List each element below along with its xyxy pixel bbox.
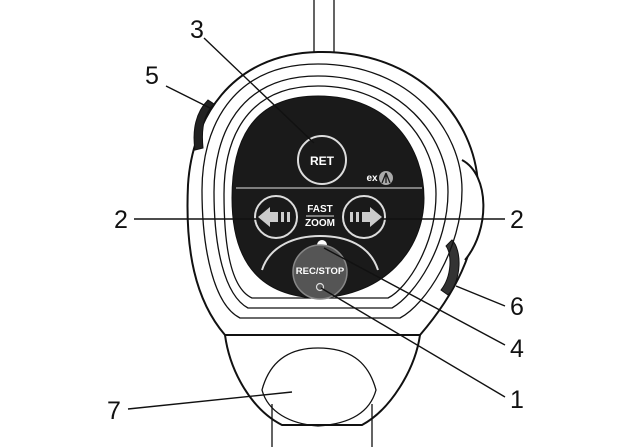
leader-4: [323, 247, 506, 346]
fast-label: FAST: [307, 204, 333, 215]
bezel-ring-2: [213, 75, 449, 309]
bezel-ring-1: [201, 63, 463, 319]
callout-1: 1: [510, 386, 524, 414]
leader-7: [127, 391, 293, 410]
rec-stop-label: REC/STOP: [296, 266, 345, 277]
callout-2-right: 2: [510, 206, 524, 234]
belt-clip: [261, 347, 377, 427]
callout-6: 6: [510, 293, 524, 321]
callout-5: 5: [145, 62, 159, 90]
rec-dot-icon: [315, 282, 325, 292]
zoom-lever-right: [461, 159, 485, 261]
callout-2-left: 2: [114, 206, 128, 234]
zoom-tele-button[interactable]: [342, 195, 386, 239]
arrow-right-icon: [362, 207, 382, 227]
ex-logo-text: ex: [366, 173, 378, 184]
bezel-ring-3: [223, 85, 437, 299]
arrow-left-icon: [258, 207, 278, 227]
leader-5: [165, 85, 211, 109]
ret-button[interactable]: RET: [297, 135, 347, 185]
side-dial-left: [193, 99, 215, 151]
ret-label: RET: [310, 154, 335, 168]
rec-surround: [261, 234, 379, 271]
zoom-wide-button[interactable]: [254, 195, 298, 239]
leader-1: [320, 287, 506, 398]
cable: [313, 0, 335, 60]
callout-4: 4: [510, 335, 524, 363]
callout-7: 7: [107, 397, 121, 425]
callout-3: 3: [190, 16, 204, 44]
ex-logo: ex: [366, 171, 393, 185]
leader-6: [455, 285, 506, 307]
zoom-label: ZOOM: [305, 218, 335, 229]
rec-stop-button[interactable]: REC/STOP: [292, 244, 348, 300]
leader-3: [203, 37, 315, 144]
